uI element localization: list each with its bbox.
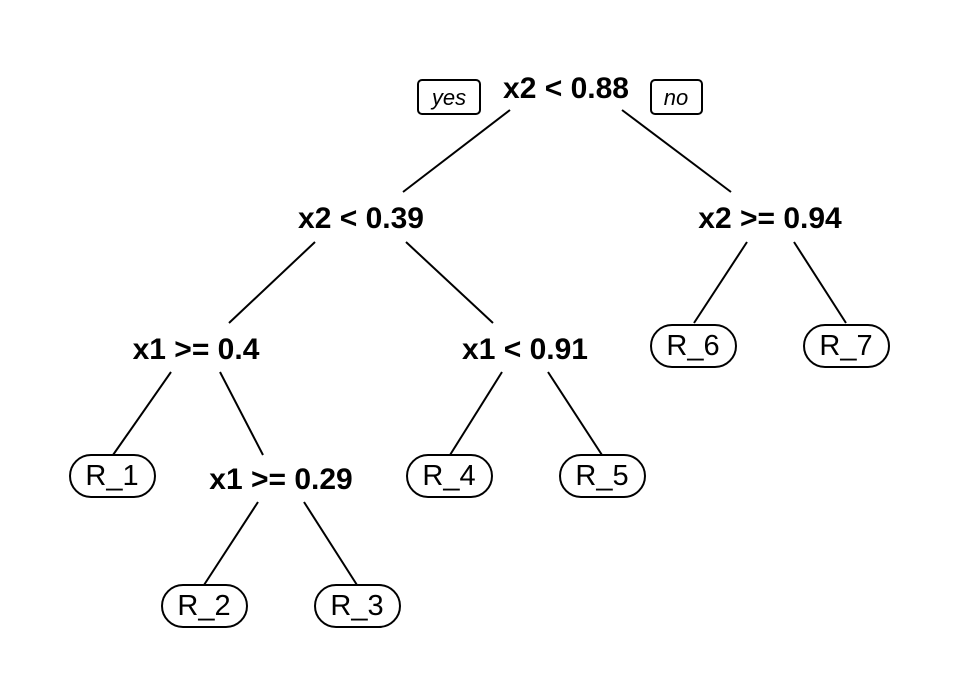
leaf-label: R_6	[666, 330, 719, 362]
edge-llr-r2	[203, 501, 259, 586]
branch-tag-no: no	[650, 79, 703, 115]
split-node-left-left-right: x1 >= 0.29	[209, 463, 352, 496]
edge-right-r6	[693, 241, 748, 324]
edge-leftleft-leftleftright	[219, 371, 264, 456]
leaf-node-r2: R_2	[161, 584, 248, 628]
leaf-label: R_2	[177, 590, 230, 622]
split-node-right: x2 >= 0.94	[698, 202, 842, 235]
leaf-label: R_1	[85, 460, 138, 492]
leaf-label: R_5	[575, 460, 628, 492]
split-node-root: x2 < 0.88	[503, 72, 629, 105]
edge-llr-r3	[303, 501, 358, 586]
edge-root-left	[402, 109, 511, 193]
leaf-node-r7: R_7	[803, 324, 890, 368]
leaf-node-r1: R_1	[69, 454, 156, 498]
branch-tag-yes: yes	[417, 79, 481, 115]
split-node-left-right: x1 < 0.91	[462, 333, 588, 366]
edge-root-right	[621, 109, 732, 193]
leaf-node-r6: R_6	[650, 324, 737, 368]
edge-left-leftright	[405, 241, 494, 324]
edge-leftright-r4	[449, 371, 503, 456]
tree-edges	[112, 109, 847, 586]
leaf-node-r3: R_3	[314, 584, 401, 628]
leaf-label: R_7	[819, 330, 872, 362]
edge-leftleft-r1	[112, 371, 172, 456]
branch-tag-yes-label: yes	[430, 85, 466, 110]
split-node-left: x2 < 0.39	[298, 202, 424, 235]
edge-right-r7	[793, 241, 847, 324]
leaf-node-r4: R_4	[406, 454, 493, 498]
leaf-node-r5: R_5	[559, 454, 646, 498]
leaf-label: R_4	[422, 460, 475, 492]
split-node-left-left: x1 >= 0.4	[133, 333, 260, 366]
edge-leftright-r5	[547, 371, 603, 456]
edge-left-leftleft	[228, 241, 316, 324]
leaf-label: R_3	[330, 590, 383, 622]
branch-tag-no-label: no	[664, 85, 688, 110]
